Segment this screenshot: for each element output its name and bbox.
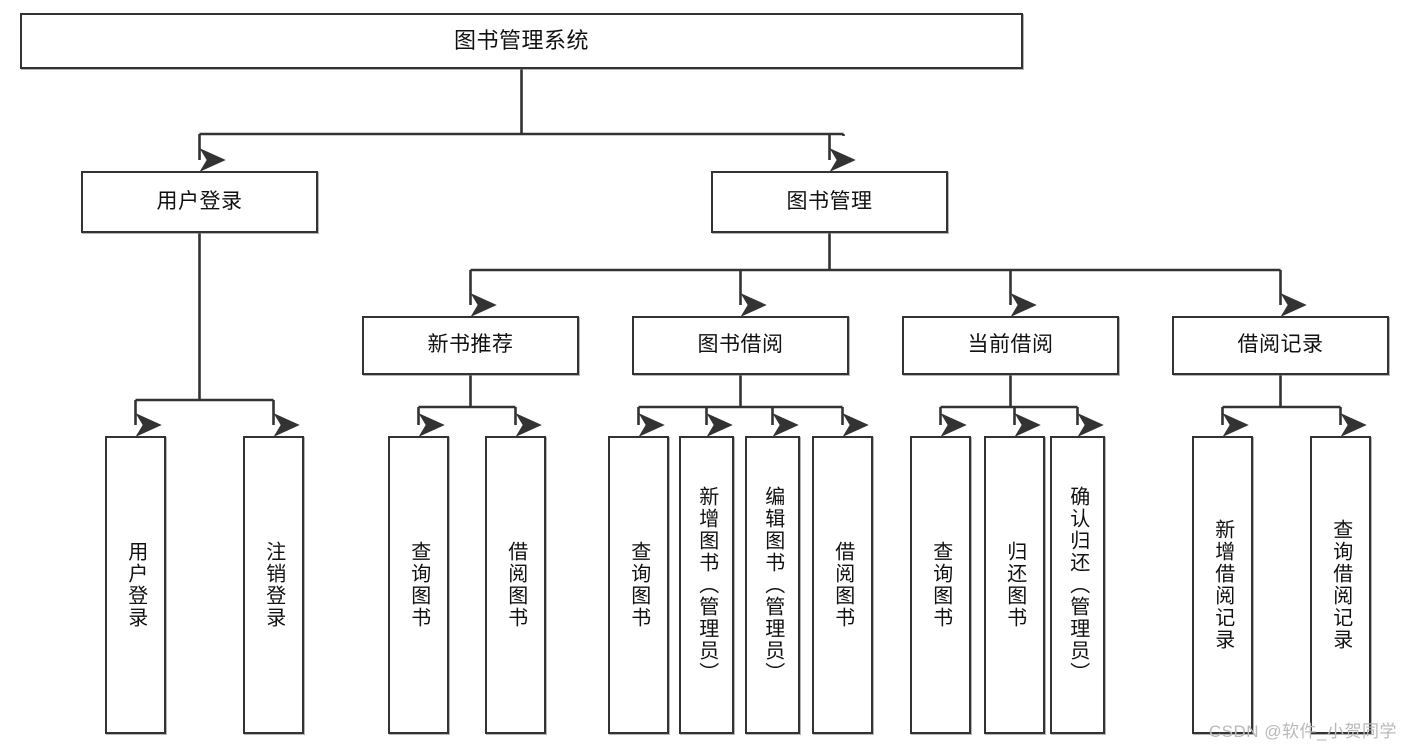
leaf-return-book[interactable]: 归还图书 xyxy=(984,436,1045,734)
leaf-add-book-label: 新增图书（管理员） xyxy=(695,486,718,684)
leaf-add-record[interactable]: 新增借阅记录 xyxy=(1192,436,1253,734)
node-user-login-label: 用户登录 xyxy=(156,189,243,213)
leaf-user-login[interactable]: 用户登录 xyxy=(105,436,166,734)
leaf-query-book-3[interactable]: 查询图书 xyxy=(910,436,971,734)
leaf-borrow-book-1-label: 借阅图书 xyxy=(504,541,527,629)
leaf-query-record[interactable]: 查询借阅记录 xyxy=(1310,436,1371,734)
leaf-user-logout[interactable]: 注销登录 xyxy=(243,436,304,734)
leaf-confirm-return[interactable]: 确认归还（管理员） xyxy=(1050,436,1105,734)
node-book-borrow-label: 图书借阅 xyxy=(697,333,784,357)
leaf-confirm-return-label: 确认归还（管理员） xyxy=(1066,486,1089,684)
node-root[interactable]: 图书管理系统 xyxy=(20,13,1023,69)
leaf-return-book-label: 归还图书 xyxy=(1003,541,1026,629)
leaf-borrow-book-2-label: 借阅图书 xyxy=(831,541,854,629)
leaf-query-book-1-label: 查询图书 xyxy=(407,541,430,629)
node-current-borrow[interactable]: 当前借阅 xyxy=(902,316,1119,375)
leaf-query-record-label: 查询借阅记录 xyxy=(1329,519,1352,651)
node-borrow-record-label: 借阅记录 xyxy=(1237,333,1324,357)
leaf-borrow-book-2[interactable]: 借阅图书 xyxy=(812,436,873,734)
leaf-add-record-label: 新增借阅记录 xyxy=(1211,519,1234,651)
node-book-manage[interactable]: 图书管理 xyxy=(711,171,948,233)
leaf-add-book[interactable]: 新增图书（管理员） xyxy=(679,436,734,734)
leaf-user-logout-label: 注销登录 xyxy=(262,541,285,629)
leaf-query-book-1[interactable]: 查询图书 xyxy=(388,436,449,734)
leaf-query-book-2[interactable]: 查询图书 xyxy=(608,436,669,734)
node-new-book-recommend[interactable]: 新书推荐 xyxy=(362,316,579,375)
leaf-borrow-book-1[interactable]: 借阅图书 xyxy=(485,436,546,734)
leaf-query-book-3-label: 查询图书 xyxy=(929,541,952,629)
node-root-label: 图书管理系统 xyxy=(453,28,589,54)
node-borrow-record[interactable]: 借阅记录 xyxy=(1172,316,1389,375)
node-book-borrow[interactable]: 图书借阅 xyxy=(632,316,849,375)
node-current-borrow-label: 当前借阅 xyxy=(967,333,1054,357)
node-user-login[interactable]: 用户登录 xyxy=(81,171,318,233)
leaf-edit-book-label: 编辑图书（管理员） xyxy=(761,486,784,684)
leaf-edit-book[interactable]: 编辑图书（管理员） xyxy=(745,436,800,734)
leaf-query-book-2-label: 查询图书 xyxy=(627,541,650,629)
node-book-manage-label: 图书管理 xyxy=(786,189,873,213)
node-new-book-recommend-label: 新书推荐 xyxy=(427,333,514,357)
leaf-user-login-label: 用户登录 xyxy=(124,541,147,629)
